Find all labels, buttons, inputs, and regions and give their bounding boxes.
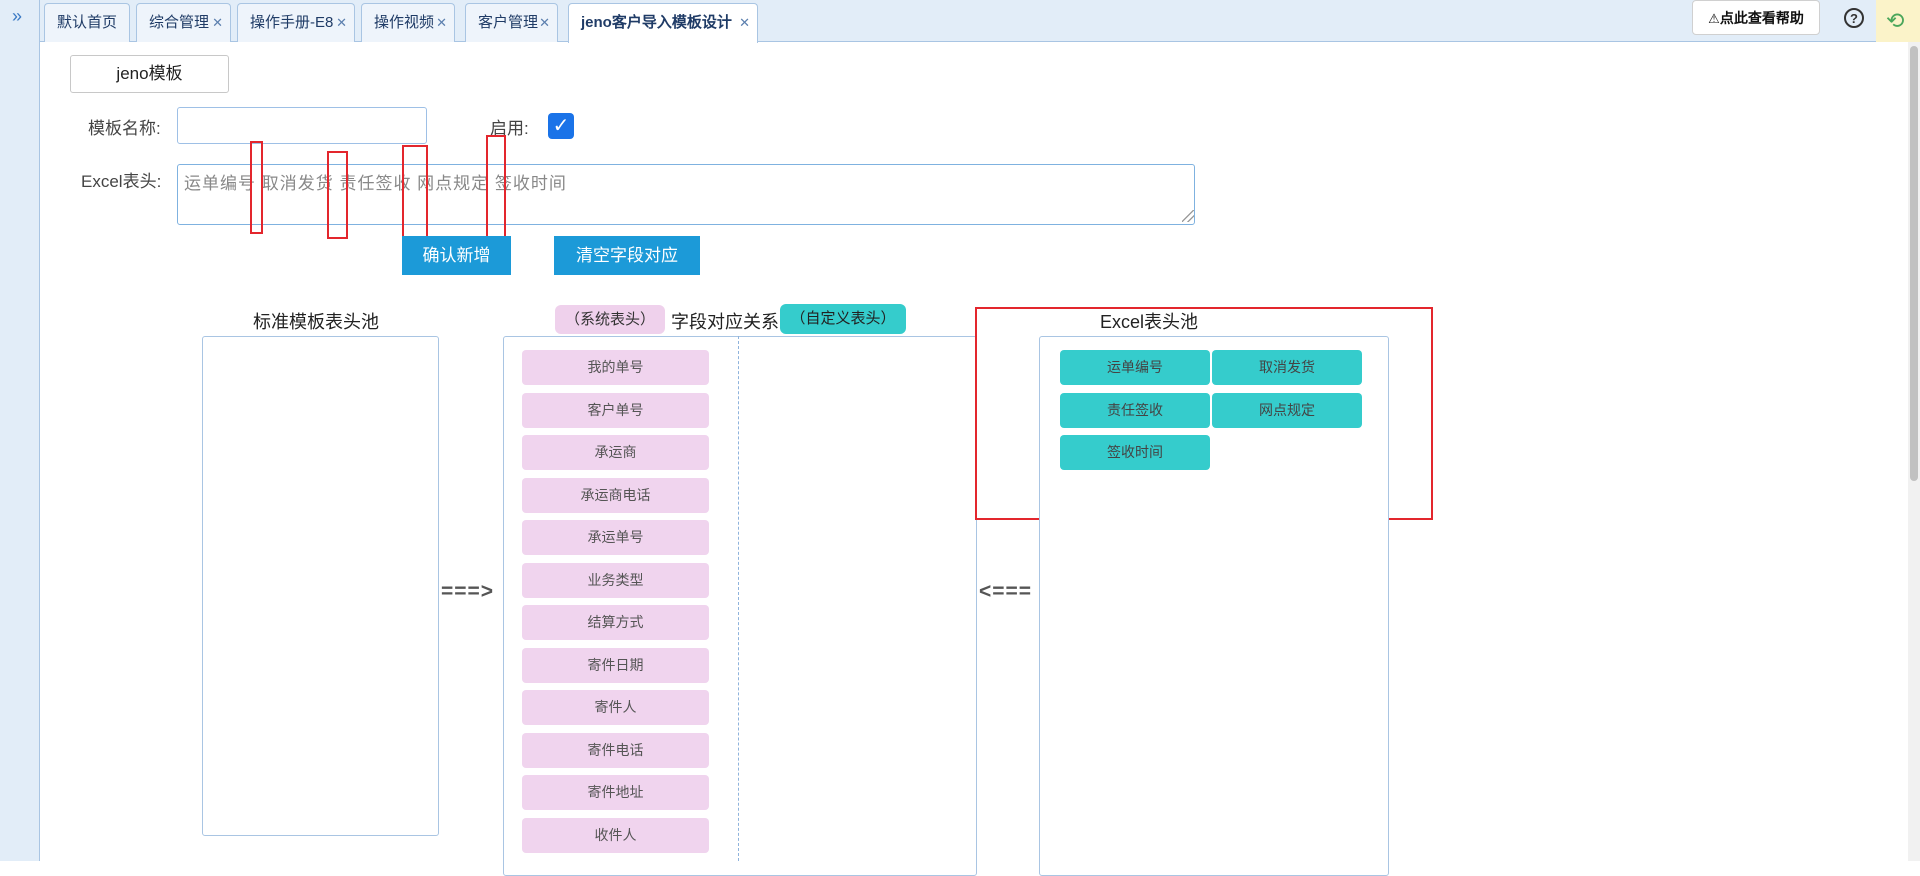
- system-header-tag: （系统表头）: [555, 305, 665, 334]
- tab-operation-video[interactable]: 操作视频 ✕: [361, 3, 455, 42]
- custom-header-tag: （自定义表头）: [780, 304, 906, 334]
- tab-label: jeno客户导入模板设计: [581, 14, 732, 31]
- tab-manual-e8[interactable]: 操作手册-E8 ✕: [237, 3, 355, 42]
- annotation-box: [402, 145, 428, 249]
- system-field-item[interactable]: 寄件地址: [522, 775, 709, 810]
- standard-header-pool[interactable]: [202, 336, 439, 836]
- confirm-add-button[interactable]: 确认新增: [402, 236, 511, 275]
- annotation-box: [250, 141, 263, 234]
- help-button[interactable]: ⚠点此查看帮助: [1692, 0, 1820, 35]
- tab-label: 客户管理: [478, 14, 539, 31]
- tab-bar: 默认首页 综合管理 ✕ 操作手册-E8 ✕ 操作视频 ✕ 客户管理 ✕ jeno…: [40, 0, 1920, 43]
- close-icon[interactable]: ✕: [436, 15, 447, 30]
- tab-label: 操作视频: [374, 14, 435, 31]
- warning-icon: ⚠: [1708, 11, 1720, 26]
- arrow-right: ===>: [441, 580, 495, 603]
- system-field-item[interactable]: 我的单号: [522, 350, 709, 385]
- mapping-title: 字段对应关系: [671, 312, 779, 332]
- excel-field-item[interactable]: 责任签收: [1060, 392, 1210, 428]
- system-field-item[interactable]: 收件人: [522, 817, 709, 853]
- tab-general-management[interactable]: 综合管理 ✕: [136, 3, 231, 42]
- refresh-icon: ⟲: [1886, 8, 1905, 33]
- excel-field-item[interactable]: 签收时间: [1060, 435, 1210, 470]
- refresh-button[interactable]: ⟲: [1876, 0, 1920, 42]
- system-field-item[interactable]: 寄件人: [522, 690, 709, 725]
- annotation-box: [327, 151, 348, 239]
- enable-label: 启用:: [490, 119, 529, 138]
- excel-field-item[interactable]: 运单编号: [1060, 350, 1210, 385]
- clear-mapping-button[interactable]: 清空字段对应: [554, 236, 700, 275]
- template-name-label: 模板名称:: [88, 119, 161, 138]
- tab-jeno-template-design[interactable]: jeno客户导入模板设计 ✕: [568, 3, 758, 43]
- standard-pool-title: 标准模板表头池: [253, 312, 379, 332]
- system-field-item[interactable]: 结算方式: [522, 605, 709, 640]
- tab-default-home[interactable]: 默认首页: [44, 3, 130, 42]
- check-icon: ✓: [552, 115, 570, 137]
- tab-label: 综合管理: [149, 14, 210, 31]
- tab-label: 默认首页: [57, 14, 118, 31]
- system-field-item[interactable]: 承运单号: [522, 520, 709, 555]
- close-icon[interactable]: ✕: [336, 15, 347, 30]
- excel-field-item[interactable]: 网点规定: [1212, 392, 1362, 428]
- help-label: 点此查看帮助: [1719, 10, 1804, 26]
- template-name-button[interactable]: jeno模板: [70, 55, 229, 93]
- scrollbar-thumb[interactable]: [1910, 46, 1918, 481]
- arrow-left: <===: [979, 580, 1033, 603]
- system-field-item[interactable]: 承运商: [522, 435, 709, 470]
- excel-header-label: Excel表头:: [81, 172, 162, 191]
- close-icon[interactable]: ✕: [212, 15, 223, 30]
- excel-field-item[interactable]: 取消发货: [1212, 350, 1362, 385]
- annotation-box: [486, 135, 506, 241]
- system-field-item[interactable]: 寄件日期: [522, 647, 709, 683]
- close-icon[interactable]: ✕: [739, 15, 750, 30]
- system-field-item[interactable]: 寄件电话: [522, 732, 709, 768]
- system-field-item[interactable]: 业务类型: [522, 562, 709, 598]
- expand-sidebar-icon[interactable]: »: [12, 6, 23, 26]
- close-icon[interactable]: ✕: [539, 15, 550, 30]
- enable-checkbox[interactable]: ✓: [548, 113, 574, 139]
- collapsed-sidebar: »: [0, 0, 40, 861]
- mapping-divider: [738, 336, 739, 861]
- resize-handle[interactable]: [1182, 210, 1194, 222]
- excel-pool-title: Excel表头池: [1100, 312, 1199, 332]
- tab-label: 操作手册-E8: [250, 14, 334, 31]
- system-field-item[interactable]: 客户单号: [522, 392, 709, 428]
- tab-customer-management[interactable]: 客户管理 ✕: [465, 3, 558, 42]
- system-field-item[interactable]: 承运商电话: [522, 477, 709, 513]
- template-name-input[interactable]: [177, 107, 427, 144]
- question-circle-icon[interactable]: ?: [1844, 8, 1864, 28]
